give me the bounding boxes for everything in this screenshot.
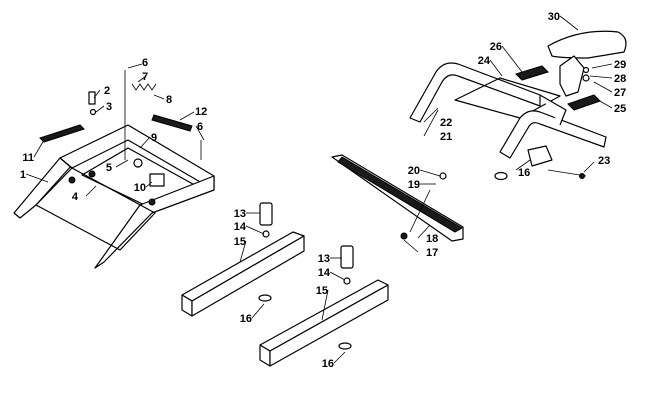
callout-15a: 15 bbox=[234, 236, 246, 248]
callout-17: 17 bbox=[426, 247, 438, 259]
callout-28: 28 bbox=[614, 73, 626, 85]
callout-23: 23 bbox=[598, 155, 610, 167]
callout-2: 2 bbox=[104, 85, 110, 97]
callout-4: 4 bbox=[72, 191, 79, 203]
leader-lines bbox=[25, 15, 613, 364]
skid-rail-lower bbox=[259, 245, 389, 367]
callout-8: 8 bbox=[166, 94, 172, 106]
callout-24: 24 bbox=[478, 55, 491, 67]
callout-29: 29 bbox=[614, 59, 626, 71]
callout-20: 20 bbox=[408, 165, 420, 177]
callout-12: 12 bbox=[195, 106, 207, 118]
callout-7: 7 bbox=[142, 71, 148, 83]
callout-22: 22 bbox=[440, 117, 452, 129]
callout-numbers: 1 2 3 4 5 6 6 7 8 9 10 11 12 13 13 14 14… bbox=[20, 11, 626, 370]
callout-3: 3 bbox=[106, 101, 112, 113]
mud-flap-plate bbox=[331, 154, 464, 242]
callout-5: 5 bbox=[106, 162, 112, 174]
callout-19: 19 bbox=[408, 179, 420, 191]
callout-16b: 16 bbox=[322, 358, 334, 370]
callout-25: 25 bbox=[614, 103, 626, 115]
callout-6a: 6 bbox=[142, 57, 148, 69]
callout-27: 27 bbox=[614, 87, 626, 99]
callout-21: 21 bbox=[440, 131, 452, 143]
callout-30: 30 bbox=[548, 11, 560, 23]
rear-rack-assembly bbox=[13, 70, 215, 269]
callout-26: 26 bbox=[490, 41, 502, 53]
callout-6b: 6 bbox=[197, 121, 203, 133]
callout-18: 18 bbox=[426, 233, 438, 245]
callout-15b: 15 bbox=[316, 285, 328, 297]
grab-bar-assembly bbox=[409, 30, 627, 181]
callout-9: 9 bbox=[151, 132, 157, 144]
callout-16a: 16 bbox=[240, 313, 252, 325]
callout-11: 11 bbox=[22, 152, 34, 164]
callout-14b: 14 bbox=[318, 267, 331, 279]
callout-1: 1 bbox=[20, 169, 26, 181]
callout-16c: 16 bbox=[518, 167, 530, 179]
callout-14a: 14 bbox=[234, 221, 247, 233]
skid-rail-upper bbox=[181, 202, 305, 317]
callout-10: 10 bbox=[134, 182, 146, 194]
callout-13b: 13 bbox=[318, 253, 330, 265]
callout-13a: 13 bbox=[234, 208, 246, 220]
